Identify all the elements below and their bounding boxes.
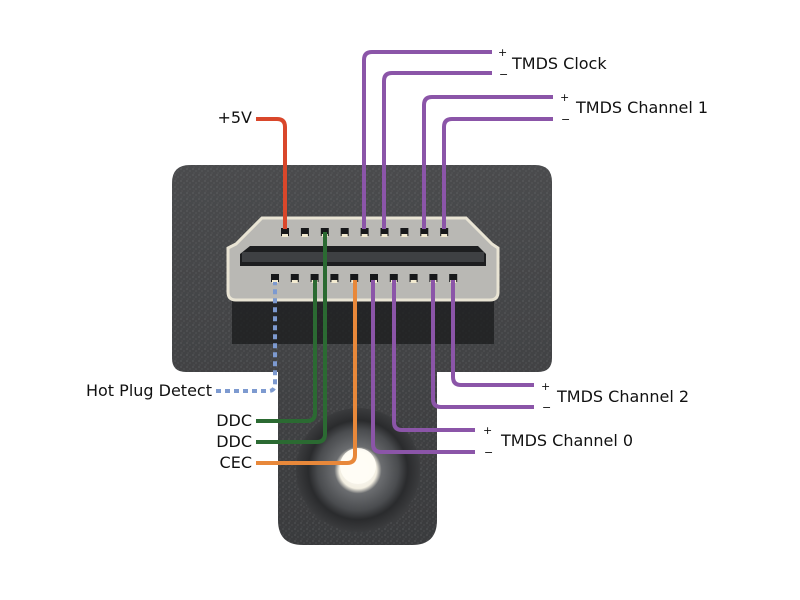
top-row-pin-contact [401,234,408,237]
bottom-row-pin [310,274,319,282]
sign-ch1-minus: − [561,113,570,126]
label-tmds-channel-0: TMDS Channel 0 [500,431,633,450]
wire-tmds-ch2-minus [431,280,534,409]
sign-ch2-plus: + [541,380,550,393]
label-ddc-2: DDC [216,432,252,451]
top-row-pin [300,228,309,236]
top-row-pin-contact [421,234,428,237]
wire-tmds-clock-plus [362,50,492,229]
bottom-row-pin-contact [291,280,298,283]
label-tmds-channel-1: TMDS Channel 1 [575,98,708,117]
label-cec: CEC [220,453,252,472]
sign-ch2-minus: − [542,401,551,414]
wire-tmds-ch0-minus [371,280,475,454]
label-hot-plug-detect: Hot Plug Detect [86,381,212,400]
bottom-row-pin [350,274,359,282]
wire-tmds-ch1-minus [442,117,553,229]
top-row-pin [440,228,449,236]
connector-body [172,165,552,545]
bottom-row-pin [330,274,339,282]
top-row-pin-contact [361,234,368,237]
top-row-pin [380,228,389,236]
sign-ch0-plus: + [483,424,492,437]
wire-tmds-ch2-plus [451,280,534,387]
bottom-row-pin [271,274,279,282]
bottom-row-pin-contact [331,280,338,283]
sign-ch1-plus: + [560,91,569,104]
hdmi-port-tongue [242,252,484,262]
label-ddc-1: DDC [216,411,252,430]
top-row-pin-contact [381,234,388,237]
wire-power [256,117,287,229]
top-row-pin [340,228,349,236]
signal-labels: +5V TMDS Clock TMDS Channel 1 TMDS Chann… [86,54,708,472]
bottom-row-pin-contact [272,280,278,283]
wire-ddc-2 [256,232,327,444]
top-row-pin-contact [301,234,308,237]
sign-clock-plus: + [498,46,507,59]
top-row-pin-contact [441,234,448,237]
top-row-pin [400,228,409,236]
wire-hot-plug-detect [216,282,277,393]
wire-ddc-1 [256,280,317,423]
wire-tmds-clock-minus [382,71,492,229]
bottom-row-pin [409,274,418,282]
bottom-row-pin [370,274,378,282]
label-tmds-clock: TMDS Clock [511,54,607,73]
wires [216,50,553,465]
bottom-row-pin [290,274,299,282]
top-row-pin [281,228,289,236]
label-power: +5V [217,108,252,127]
top-row-pin [360,228,369,236]
bottom-row-pin-contact [410,280,417,283]
wire-tmds-ch0-plus [392,280,475,432]
wire-cec [256,280,357,465]
bottom-row-pin [389,274,398,282]
polarity-signs: + − + − + − + − [483,46,570,459]
bottom-row-pin [429,274,438,282]
top-row-pin-contact [282,234,288,237]
sign-clock-minus: − [499,68,508,81]
top-row-pin-contact [341,234,348,237]
bottom-row-pin [449,274,458,282]
top-row-pin [420,228,429,236]
boss-center-light [340,448,376,484]
label-tmds-channel-2: TMDS Channel 2 [556,387,689,406]
wire-tmds-ch1-plus [422,95,553,229]
pins-top-row [281,228,449,237]
sign-ch0-minus: − [484,446,493,459]
